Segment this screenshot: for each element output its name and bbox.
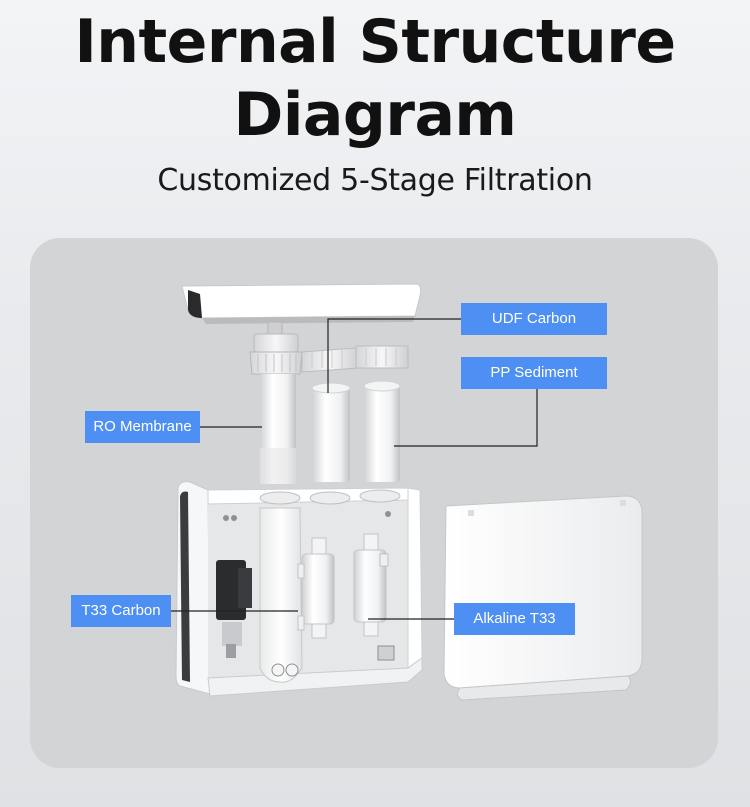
label-udf-carbon: UDF Carbon xyxy=(461,303,607,335)
pp-sediment-cylinder xyxy=(363,380,401,482)
alkaline-t33-cylinder xyxy=(353,533,389,637)
ro-membrane-cylinder xyxy=(260,374,296,484)
title-line-1: Internal Structure xyxy=(74,7,676,77)
top-lid xyxy=(181,283,422,324)
t33-carbon-cylinder xyxy=(297,537,335,639)
filter-caps xyxy=(301,345,409,373)
label-pp-sediment: PP Sediment xyxy=(461,357,607,389)
product-illustration xyxy=(171,283,643,701)
leader-lines xyxy=(171,318,538,620)
diagram-panel: UDF Carbon PP Sediment RO Membrane T33 C… xyxy=(30,238,718,768)
label-alkaline-t33: Alkaline T33 xyxy=(454,603,575,635)
main-housing xyxy=(175,481,423,697)
label-t33-carbon: T33 Carbon xyxy=(71,595,171,627)
label-ro-membrane: RO Membrane xyxy=(85,411,200,443)
ro-cap xyxy=(249,321,303,375)
udf-carbon-cylinder xyxy=(311,382,351,482)
title-line-2: Diagram xyxy=(233,80,517,150)
side-cover xyxy=(443,495,643,701)
subtitle: Customized 5-Stage Filtration xyxy=(157,163,593,198)
